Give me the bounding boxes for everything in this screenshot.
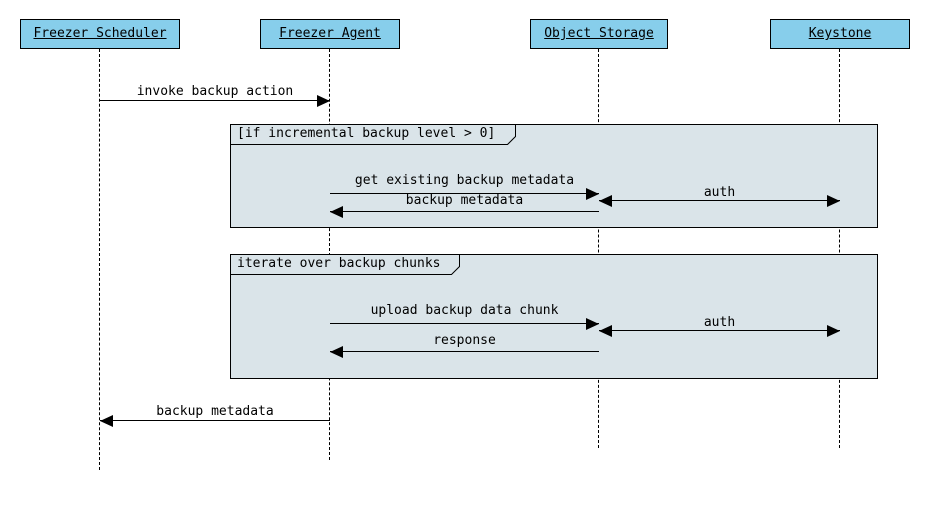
message-label: invoke backup action xyxy=(136,84,294,99)
lifeline-keystone xyxy=(839,49,840,448)
actor-freezer-scheduler: Freezer Scheduler xyxy=(20,19,180,49)
frame-label-if-incremental: [if incremental backup level > 0] xyxy=(237,126,496,141)
actor-label-freezer-scheduler: Freezer Scheduler xyxy=(33,26,167,41)
lifeline-freezer-scheduler xyxy=(99,49,100,470)
message-label: backup metadata xyxy=(405,193,524,208)
message-arrow-left xyxy=(100,415,330,427)
message-arrow-both xyxy=(599,325,840,337)
message-label: auth xyxy=(703,315,736,330)
frame-label-iterate-chunks: iterate over backup chunks xyxy=(237,256,441,271)
message-label: auth xyxy=(703,185,736,200)
message-arrow-left xyxy=(330,206,599,218)
message-arrow-right xyxy=(330,188,599,200)
message-label: upload backup data chunk xyxy=(370,303,559,318)
actor-object-storage: Object Storage xyxy=(530,19,668,49)
actor-freezer-agent: Freezer Agent xyxy=(260,19,400,49)
message-arrow-right xyxy=(330,318,599,330)
message-arrow-left xyxy=(330,346,599,358)
actor-label-keystone: Keystone xyxy=(808,26,872,41)
frame-label-tab-1 xyxy=(230,124,516,145)
actor-keystone: Keystone xyxy=(770,19,910,49)
message-arrow-both xyxy=(599,195,840,207)
message-label: get existing backup metadata xyxy=(354,173,575,188)
message-label: response xyxy=(433,333,496,348)
lifeline-object-storage xyxy=(598,49,599,448)
actor-label-freezer-agent: Freezer Agent xyxy=(279,26,381,41)
actor-label-object-storage: Object Storage xyxy=(544,26,654,41)
frame-label-tab-2 xyxy=(230,254,460,275)
message-arrow-right xyxy=(100,95,330,107)
message-label: backup metadata xyxy=(156,404,274,419)
